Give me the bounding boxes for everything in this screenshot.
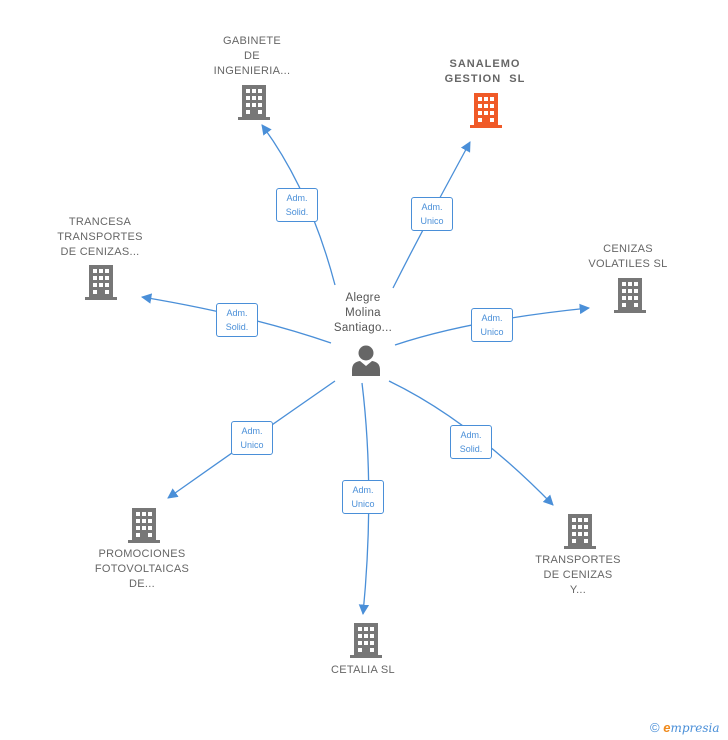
promociones-line-3: DE... bbox=[129, 578, 155, 590]
promociones-line-2: FOTOVOLTAICAS bbox=[94, 563, 190, 575]
trancesa-line-3: DE CENIZAS... bbox=[60, 246, 140, 258]
relation-type: Solid. bbox=[225, 322, 249, 332]
building-icon[interactable] bbox=[237, 84, 271, 120]
center-name-line-2: Molina bbox=[345, 307, 381, 319]
node-label-promociones[interactable]: PROMOCIONES FOTOVOLTAICAS DE... bbox=[82, 547, 202, 592]
center-name-line-1: Alegre bbox=[345, 292, 381, 304]
brand-name: mpresia bbox=[670, 721, 720, 735]
center-person-name[interactable]: Alegre Molina Santiago... bbox=[318, 291, 408, 336]
person-icon[interactable] bbox=[351, 344, 381, 376]
cenizas-volatiles-line-2: VOLATILES SL bbox=[588, 258, 668, 270]
transportes-cenizas-line-3: Y... bbox=[569, 584, 587, 596]
relation-type: Unico bbox=[240, 440, 264, 450]
sanalemo-line-1: SANALEMO bbox=[449, 58, 521, 70]
brand-initial: e bbox=[663, 720, 671, 735]
node-label-sanalemo[interactable]: SANALEMO GESTION SL bbox=[430, 57, 540, 87]
relation-badge-gabinete[interactable]: Adm. Solid. bbox=[276, 188, 318, 222]
transportes-cenizas-line-2: DE CENIZAS bbox=[543, 569, 613, 581]
relation-role: Adm. bbox=[481, 313, 503, 323]
node-label-trancesa[interactable]: TRANCESA TRANSPORTES DE CENIZAS... bbox=[45, 215, 155, 260]
node-label-cenizas-volatiles[interactable]: CENIZAS VOLATILES SL bbox=[578, 242, 678, 272]
node-label-transportes-cenizas[interactable]: TRANSPORTES DE CENIZAS Y... bbox=[523, 553, 633, 598]
transportes-cenizas-line-1: TRANSPORTES bbox=[535, 554, 621, 566]
relation-role: Adm. bbox=[241, 426, 263, 436]
relation-badge-sanalemo[interactable]: Adm. Unico bbox=[411, 197, 453, 231]
relation-badge-trancesa[interactable]: Adm. Solid. bbox=[216, 303, 258, 337]
gabinete-line-1: GABINETE bbox=[222, 35, 282, 47]
building-icon-highlighted[interactable] bbox=[469, 92, 503, 128]
trancesa-line-2: TRANSPORTES bbox=[57, 231, 143, 243]
building-icon[interactable] bbox=[127, 507, 161, 543]
sanalemo-line-2: GESTION SL bbox=[444, 73, 526, 85]
building-icon[interactable] bbox=[563, 513, 597, 549]
promociones-line-1: PROMOCIONES bbox=[98, 548, 186, 560]
building-icon[interactable] bbox=[84, 264, 118, 300]
gabinete-line-2: DE bbox=[244, 50, 260, 62]
relation-type: Solid. bbox=[459, 444, 483, 454]
building-icon[interactable] bbox=[349, 622, 383, 658]
relation-badge-promociones[interactable]: Adm. Unico bbox=[231, 421, 273, 455]
relation-role: Adm. bbox=[226, 308, 248, 318]
relation-role: Adm. bbox=[460, 430, 482, 440]
relation-badge-transportes-cenizas[interactable]: Adm. Solid. bbox=[450, 425, 492, 459]
building-icon[interactable] bbox=[613, 277, 647, 313]
relation-badge-cenizas-volatiles[interactable]: Adm. Unico bbox=[471, 308, 513, 342]
relation-type: Unico bbox=[420, 216, 444, 226]
relation-type: Unico bbox=[480, 327, 504, 337]
relation-type: Solid. bbox=[285, 207, 309, 217]
node-label-gabinete[interactable]: GABINETE DE INGENIERIA... bbox=[202, 34, 302, 79]
relation-type: Unico bbox=[351, 499, 375, 509]
relation-role: Adm. bbox=[286, 193, 308, 203]
trancesa-line-1: TRANCESA bbox=[68, 216, 132, 228]
cenizas-volatiles-line-1: CENIZAS bbox=[603, 243, 653, 255]
gabinete-line-3: INGENIERIA... bbox=[213, 65, 291, 77]
relation-role: Adm. bbox=[352, 485, 374, 495]
cetalia-line-1: CETALIA SL bbox=[331, 664, 395, 676]
node-label-cetalia[interactable]: CETALIA SL bbox=[313, 663, 413, 678]
relation-badge-cetalia[interactable]: Adm. Unico bbox=[342, 480, 384, 514]
center-name-line-3: Santiago... bbox=[333, 322, 393, 334]
copyright-symbol: © bbox=[650, 720, 660, 735]
relation-role: Adm. bbox=[421, 202, 443, 212]
empresia-logo[interactable]: © empresia bbox=[650, 720, 720, 735]
